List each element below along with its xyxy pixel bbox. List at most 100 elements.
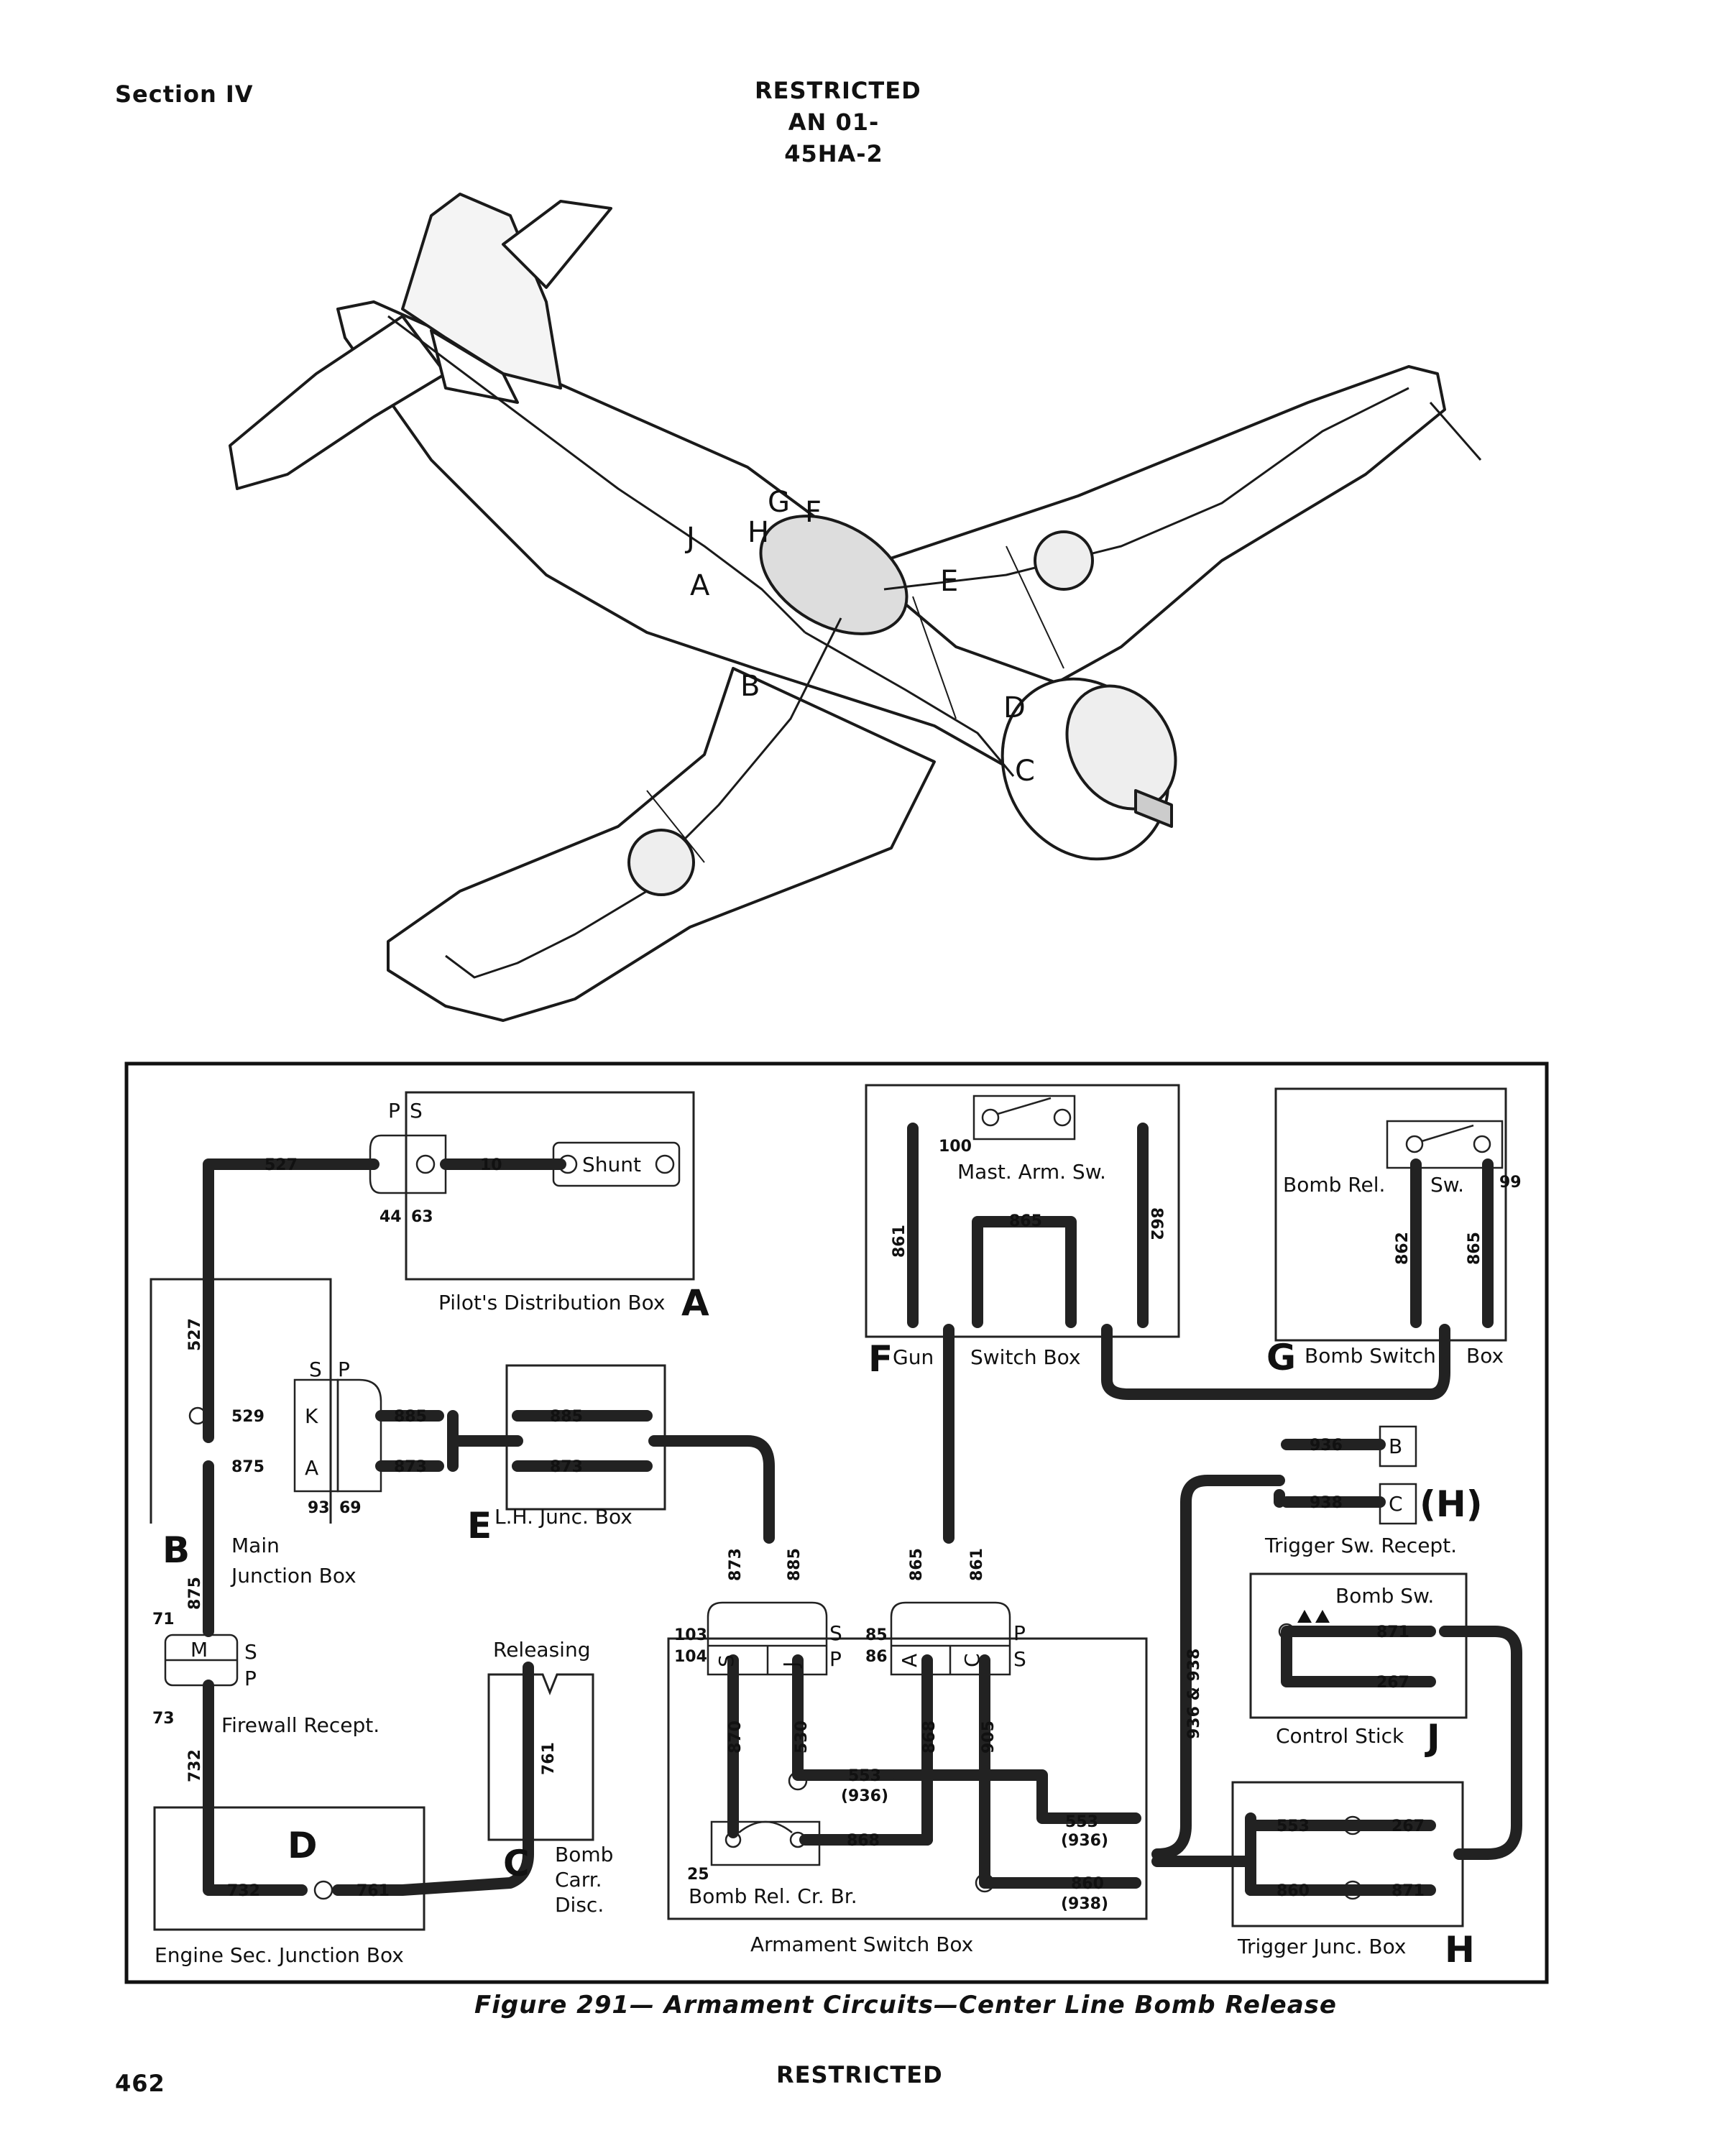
engine-box-letter: D [288,1825,318,1866]
arm-pin-p2: P [1013,1621,1026,1645]
arm-pin-s3: S [1013,1647,1026,1671]
doc-number: AN 01-45HA-2 [784,109,883,167]
mast-arm-sw: Mast. Arm. Sw. [957,1160,1106,1184]
wire-868b: 868 [847,1832,880,1850]
main-box-letter: B [162,1529,190,1571]
wire-865-bsw: 865 [1466,1232,1484,1265]
wire-873-arm: 873 [727,1548,745,1581]
trig-pin-b: B [1389,1434,1402,1458]
schematic-wires [203,1123,1522,1896]
wire-861-gun: 861 [891,1225,908,1258]
firewall-s: S [244,1640,257,1664]
wire-936-938: 936 & 938 [1185,1649,1203,1739]
bomb-sw-box-title-1: Bomb Switch [1305,1344,1436,1368]
gun-box-title-1: Gun [893,1345,934,1369]
arm-pin-c: C [960,1653,984,1667]
wire-870: 870 [727,1720,745,1754]
wire-936-recept: 936 [1310,1437,1343,1455]
callout-j: J [684,522,695,555]
control-stick-title: Control Stick [1276,1724,1404,1748]
figure-caption: Figure 291— Armament Circuits—Center Lin… [474,1991,1337,2019]
pin-a: A [305,1456,318,1480]
pilot-box-title: Pilot's Distribution Box [438,1291,665,1314]
bomb-sw-box-title-2: Box [1466,1344,1504,1368]
pin-71: 71 [152,1611,175,1628]
pin-73: 73 [152,1710,175,1728]
bomb-carr-l3: Disc. [555,1893,604,1917]
trig-pin-c: C [1389,1492,1403,1516]
wire-938-arm: (938) [1061,1895,1108,1913]
firewall-receptacle: M S P 71 73 Firewall Recept. 732 [152,1611,380,1782]
wire-267-stick: 267 [1376,1674,1409,1692]
wire-873-main: 873 [394,1458,427,1476]
trigger-junction-box: 553 267 860 871 Trigger Junc. Box H [1231,1781,1475,1971]
wire-861-arm: 861 [968,1548,986,1581]
arm-pin-a: A [898,1654,921,1667]
pin-93: 93 [308,1499,330,1517]
callout-b: B [740,670,760,703]
releasing-label: Releasing [493,1638,590,1662]
wire-267-trig: 267 [1392,1818,1425,1835]
pilot-distribution-box: P S Shunt 527 10 44 63 Pilot's Distribut… [264,1091,709,1324]
wire-553b: 553 [1065,1813,1098,1831]
pin-85: 85 [865,1626,888,1644]
armament-box-title: Armament Switch Box [750,1932,973,1956]
bomb-carrier-disc: Releasing 761 C Bomb Carr. Disc. [487,1638,613,1917]
callout-c: C [1015,755,1035,788]
pin-86: 86 [865,1648,888,1666]
wire-865-arm: 865 [908,1548,926,1581]
main-pin-p: P [338,1358,350,1381]
wire-10-label: 10 [480,1156,502,1174]
pin-103: 103 [674,1626,707,1644]
wire-905: 905 [980,1720,998,1754]
bomb-rel-cr-br: Bomb Rel. Cr. Br. [689,1884,857,1908]
wire-761-carr: 761 [540,1742,558,1775]
trigger-switch-receptacle: B C 936 938 (H) Trigger Sw. Recept. [1264,1425,1483,1557]
lh-box-letter: E [467,1505,492,1547]
lh-box-title: L.H. Junc. Box [494,1505,632,1529]
aircraft-callouts: G F J H A E B D C [684,486,1035,788]
wire-862-gun: 862 [1147,1207,1165,1240]
wire-553a: 553 [848,1767,881,1785]
firewall-title: Firewall Recept. [221,1713,380,1737]
wire-553-trig: 553 [1276,1818,1310,1835]
wire-530: 530 [793,1720,811,1754]
wire-885-lh: 885 [550,1408,583,1426]
arm-pin-j: J [779,1662,803,1669]
gun-box-title-2: Switch Box [970,1345,1081,1369]
callout-g: G [768,486,790,519]
lh-junction-box: 885 873 E L.H. Junc. Box [467,1364,666,1547]
bomb-carr-l1: Bomb [555,1843,613,1866]
wire-871-trig: 871 [1392,1882,1425,1900]
wire-732-eng: 732 [227,1882,260,1900]
firewall-m: M [190,1638,208,1662]
aircraft-illustration [229,193,1482,1022]
engine-box-title: Engine Sec. Junction Box [155,1943,404,1967]
gun-switch-box: 100 Mast. Arm. Sw. 865 861 862 F Gun Swi… [865,1084,1180,1380]
trigger-junc-letter: H [1445,1929,1475,1971]
pilot-box-letter: A [681,1282,709,1324]
gun-box-letter: F [868,1338,893,1380]
firewall-p: P [244,1667,257,1690]
bomb-switch-box: Bomb Rel. Sw. 99 862 865 G Bomb Switch B… [1266,1087,1522,1378]
callout-h: H [748,516,769,549]
pin-44: 44 [380,1208,402,1226]
main-wire-527: 527 [186,1318,204,1351]
callout-f: F [805,496,822,529]
wire-860-trig: 860 [1276,1882,1310,1900]
wire-862-bsw: 862 [1394,1232,1412,1265]
engine-junction-box: D 732 761 Engine Sec. Junction Box [153,1806,426,1967]
arm-pin-s2: S [829,1621,842,1645]
wire-875-down: 875 [186,1577,204,1610]
pin-k: K [305,1404,318,1428]
wire-885-main: 885 [394,1408,427,1426]
wire-860-arm: 860 [1071,1875,1104,1893]
pin-63: 63 [411,1208,433,1226]
bomb-carr-letter: C [503,1843,530,1884]
main-box-title-2: Junction Box [230,1564,356,1588]
restricted-header: RESTRICTED AN 01-45HA-2 [755,75,921,170]
shunt-label: Shunt [582,1153,641,1176]
wire-936b: (936) [1061,1832,1108,1850]
main-box-title-1: Main [231,1534,280,1557]
